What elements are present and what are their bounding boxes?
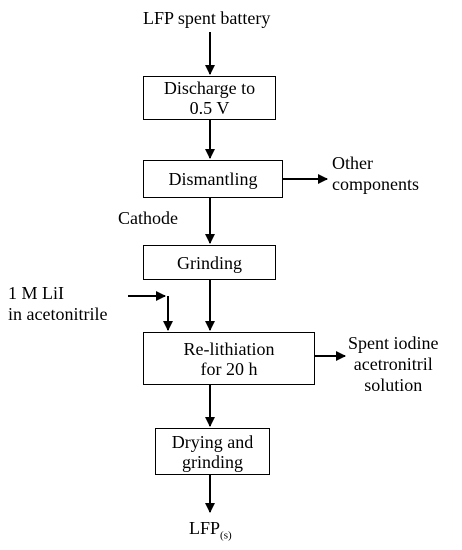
step-discharge-box: Discharge to 0.5 V — [143, 76, 276, 120]
step-relithiation-box: Re-lithiation for 20 h — [143, 332, 315, 385]
step-relithiation-label: Re-lithiation for 20 h — [183, 338, 275, 379]
step-dismantling-label: Dismantling — [168, 169, 258, 189]
step-discharge-label: Discharge to 0.5 V — [163, 78, 256, 118]
spent-solution-label: Spent iodine acetronitril solution — [348, 333, 439, 395]
start-label: LFP spent battery — [143, 8, 271, 28]
step-drying-box: Drying and grinding — [155, 428, 270, 475]
step-grinding-box: Grinding — [143, 245, 276, 280]
other-components-label: Other components — [332, 153, 419, 194]
step-grinding-label: Grinding — [177, 252, 242, 273]
product-label: LFP(s) — [189, 518, 232, 542]
product-main: LFP — [189, 518, 221, 538]
lii-input-label: 1 M LiI in acetonitrile — [8, 283, 108, 324]
cathode-label: Cathode — [118, 208, 178, 228]
step-dismantling-box: Dismantling — [143, 160, 283, 198]
product-subscript: (s) — [220, 529, 232, 542]
step-drying-label: Drying and grinding — [171, 431, 254, 472]
